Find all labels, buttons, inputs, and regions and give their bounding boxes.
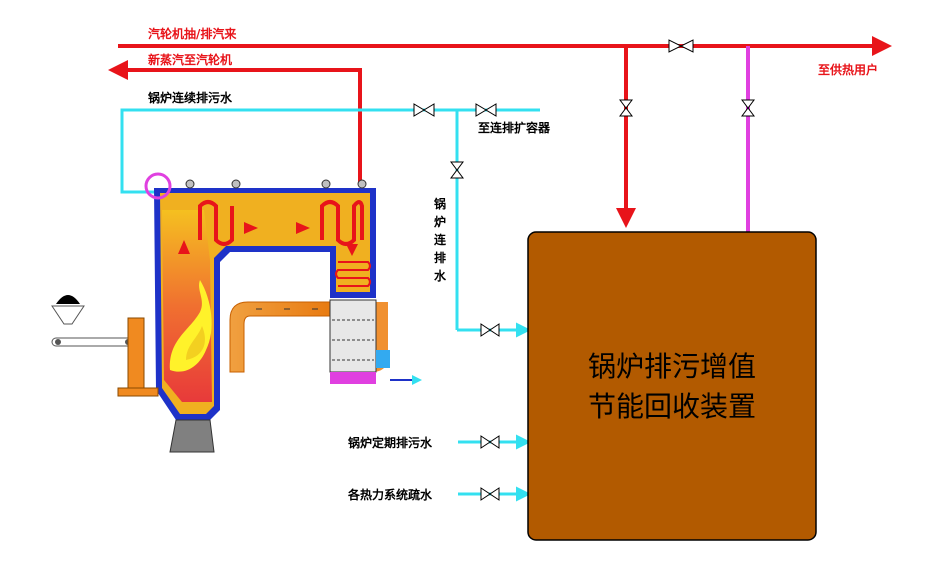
label-boiler-cont-blowdown: 锅炉连续排污水 — [148, 90, 233, 105]
drain-water-line — [458, 486, 531, 502]
label-turbine-extraction: 汽轮机抽/排汽来 — [148, 26, 237, 41]
new-steam-line — [108, 60, 362, 185]
recovery-device-box — [527, 231, 817, 541]
valve-top-red — [668, 39, 694, 53]
drum-connection-ring — [144, 172, 172, 200]
valve-to-device-top — [480, 323, 500, 337]
label-drain-water: 各热力系统疏水 — [347, 487, 433, 502]
coal-feeder — [51, 295, 159, 397]
label-cont-blowdown-vertical: 锅 炉 连 排 水 — [434, 196, 447, 283]
label-new-steam: 新蒸汽至汽轮机 — [148, 52, 232, 67]
device-label-line2: 节能回收装置 — [588, 390, 756, 423]
svg-text:炉: 炉 — [434, 214, 446, 229]
hopper-icon — [51, 305, 85, 325]
svg-text:锅: 锅 — [434, 196, 446, 211]
flue-duct — [229, 299, 422, 385]
steam-to-device-line — [616, 46, 636, 228]
label-to-heat-users: 至供热用户 — [818, 62, 878, 77]
heat-supply-return-line — [741, 46, 755, 232]
economizer-icon — [335, 261, 371, 287]
label-to-flash-tank: 至连排扩容器 — [478, 120, 551, 135]
fan-icon — [376, 350, 390, 368]
air-preheater — [329, 299, 377, 373]
ash-hopper — [169, 419, 215, 453]
svg-text:排: 排 — [434, 250, 446, 265]
coal-pile-icon — [56, 295, 80, 304]
superheater-coil-icon — [198, 200, 234, 246]
periodic-blowdown-line — [458, 434, 531, 450]
device-label-line1: 锅炉排污增值 — [588, 350, 756, 383]
valve-flash-tank — [475, 103, 497, 117]
svg-text:水: 水 — [434, 268, 447, 283]
boiler — [144, 172, 376, 453]
valve-vertical-blowdown — [450, 161, 464, 179]
valve-blowdown-1 — [413, 103, 435, 117]
svg-text:连: 连 — [434, 232, 447, 247]
label-periodic-blowdown: 锅炉定期排污水 — [348, 435, 433, 450]
